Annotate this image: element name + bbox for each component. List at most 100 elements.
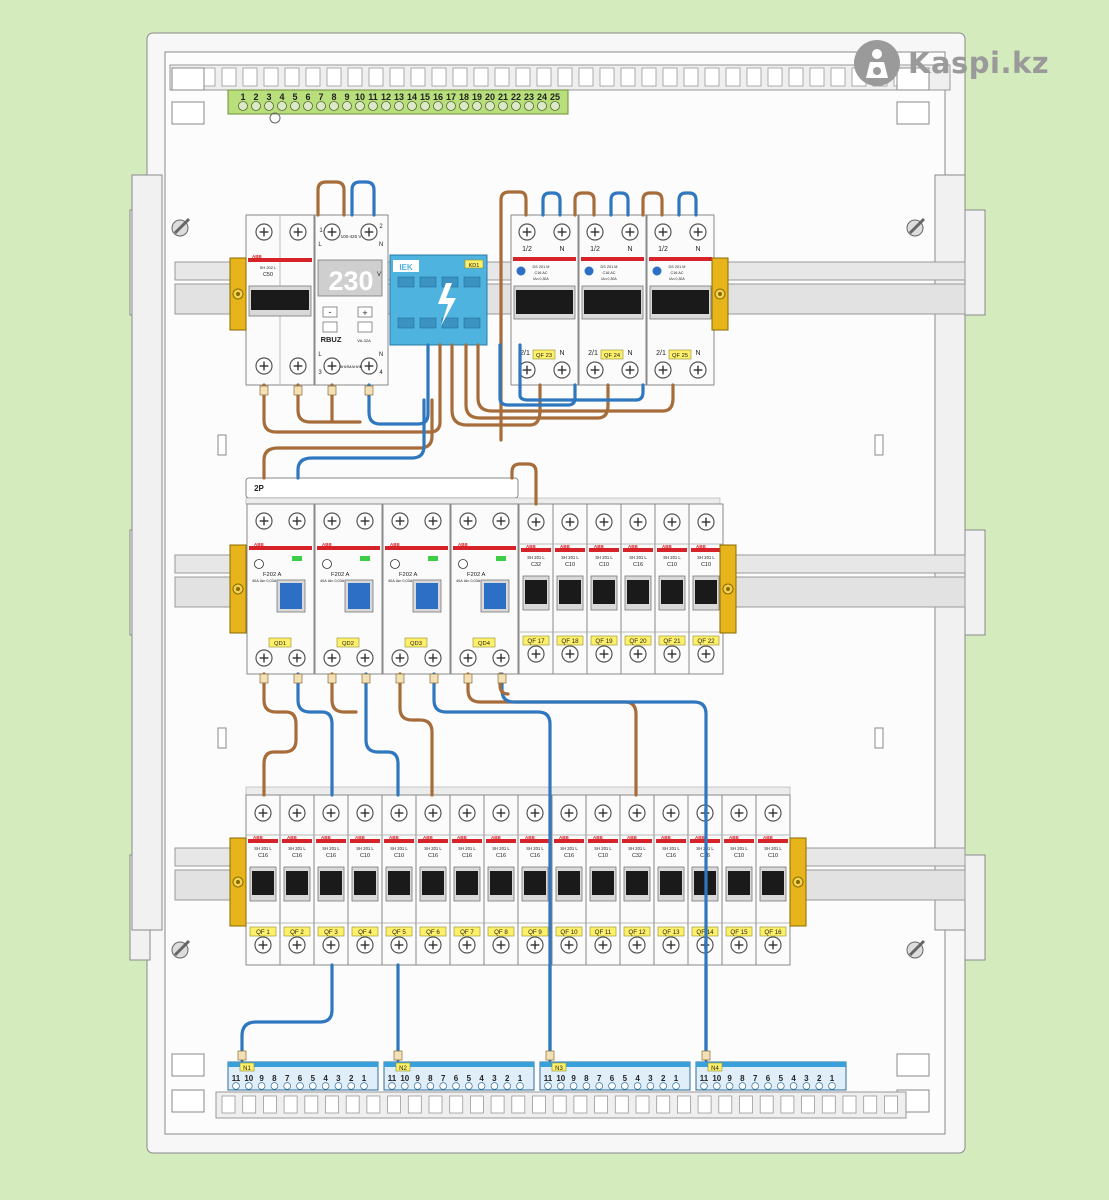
neutral-number-N3-4: 4 [635, 1074, 640, 1083]
neutral-number-N1-1: 1 [362, 1074, 367, 1083]
ground-number-9: 9 [344, 92, 349, 102]
breaker-row2-4-model: SH 201 L [629, 555, 647, 560]
neutral-number-N1-9: 9 [259, 1074, 264, 1083]
breaker-row2-1-tag: QF 17 [522, 635, 550, 646]
breaker-row3-6-top-screw-icon [424, 804, 442, 822]
dif-screw-icon [586, 361, 604, 379]
breaker-row3-11-red-stripe [588, 839, 618, 843]
breaker-row3-13-brand: ABB [661, 835, 671, 840]
ground-screw-icon [459, 101, 469, 111]
keyhole-3 [906, 939, 926, 959]
wire-lug-12 [237, 1050, 247, 1061]
breaker-row3-4-rating: C10 [360, 853, 370, 859]
relay-terminal-n-top: N [379, 242, 383, 248]
wire-dif-top-brown-1 [573, 191, 596, 217]
breaker-row3-6-tag-text: QF 6 [426, 929, 440, 936]
breaker-row3-9-red-stripe [520, 839, 550, 843]
wire-main-to-relay [296, 383, 362, 424]
rcd-4-toggle [484, 583, 506, 609]
breaker-row3-8-tag: QF 8 [487, 926, 515, 937]
wire-dif-top-blue-2 [609, 191, 630, 217]
neutral-screw-icon [582, 1082, 591, 1090]
main-breaker-screw-icon [255, 357, 273, 375]
slot-mark-3 [874, 727, 884, 749]
rcd-screw-icon [424, 649, 442, 667]
breaker-row3-10-rating: C16 [564, 853, 574, 859]
breaker-row2-3-tag: QF 19 [590, 635, 618, 646]
breaker-row2-6-brand: ABB [696, 544, 706, 549]
breaker-row2-2-rating: C10 [565, 562, 575, 568]
breaker-row2-5-bottom-screw-icon [663, 645, 681, 663]
breaker-row3-2-bottom-screw-icon [288, 936, 306, 954]
rcd-screw-icon [255, 649, 273, 667]
breaker-row3-13-bottom-screw-icon [662, 936, 680, 954]
relay-minus-button [322, 306, 338, 318]
corner-terminal-6 [171, 1089, 205, 1113]
neutral-number-N1-2: 2 [349, 1074, 354, 1083]
dif-screw-icon [621, 223, 639, 241]
ground-screw-icon [537, 101, 547, 111]
neutral-number-N4-6: 6 [766, 1074, 771, 1083]
breaker-row3-16-rating: C10 [768, 853, 778, 859]
neutral-screw-icon [503, 1082, 511, 1090]
neutral-number-N2-5: 5 [467, 1074, 472, 1083]
neutral-screw-icon [413, 1082, 422, 1090]
neutral-number-N1-3: 3 [336, 1074, 341, 1083]
wire-lug-13 [393, 1050, 403, 1061]
rcd-2-toggle [348, 583, 370, 609]
bus-label: 2P [254, 484, 264, 493]
wire-surge-dif3 [476, 343, 675, 413]
neutral-screw-icon [725, 1082, 734, 1090]
relay-screw-icon [323, 223, 341, 241]
neutral-screw-icon [452, 1082, 460, 1090]
dif-2-tag: QF 24 [604, 353, 621, 359]
breaker-row3-9-toggle [524, 871, 546, 895]
breaker-row3-1-top-screw-icon [254, 804, 272, 822]
neutral-number-N1-8: 8 [272, 1074, 277, 1083]
ground-number-10: 10 [355, 92, 365, 102]
relay-plus-icon: + [362, 308, 367, 318]
dif-2-bottom-label-1: 2/1 [588, 350, 598, 357]
breaker-row3-9-top-screw-icon [526, 804, 544, 822]
din-bracket-3-left [229, 837, 247, 927]
breaker-row3-10-toggle [558, 871, 580, 895]
wire-lug-15 [701, 1050, 711, 1061]
breaker-row3-1-red-stripe [248, 839, 278, 843]
neutral-number-N3-2: 2 [661, 1074, 666, 1083]
neutral-screw-icon [490, 1082, 499, 1090]
breaker-row3-3-tag-text: QF 3 [324, 929, 338, 936]
dif-screw-icon [553, 223, 571, 241]
wire-dif-top-blue-3 [677, 191, 698, 217]
ground-screw-icon [355, 101, 365, 111]
wire-qd4-loop [498, 672, 510, 696]
dif-1-sens: IΔn 0,30A [533, 277, 549, 281]
ground-screw-icon [277, 101, 287, 111]
rcd-1-model: F202 A [263, 572, 282, 578]
breaker-row3-7-bottom-screw-icon [458, 936, 476, 954]
neutral-screw-icon [738, 1082, 747, 1090]
dif-3-tag: QF 25 [672, 353, 688, 359]
breaker-row3-5-model: SH 201 L [390, 846, 408, 851]
dif-2-bottom-label-2: N [627, 350, 632, 357]
ground-number-3: 3 [266, 92, 271, 102]
neutral-number-N2-7: 7 [441, 1074, 446, 1083]
ground-number-16: 16 [433, 92, 443, 102]
neutral-number-N4-2: 2 [817, 1074, 822, 1083]
relay-terminal-4: 4 [379, 370, 383, 376]
neutral-number-N4-10: 10 [712, 1074, 721, 1083]
ground-screw-icon [550, 101, 560, 111]
neutral-screw-icon [388, 1082, 396, 1090]
rcd-screw-icon [459, 649, 477, 667]
rcd-1-toggle [280, 583, 302, 609]
breaker-row3-16-bottom-screw-icon [764, 936, 782, 954]
ground-screw-icon [498, 101, 508, 111]
ground-screw-icon [290, 101, 300, 111]
neutral-number-N3-8: 8 [584, 1074, 589, 1083]
ground-screw-icon [485, 101, 495, 111]
